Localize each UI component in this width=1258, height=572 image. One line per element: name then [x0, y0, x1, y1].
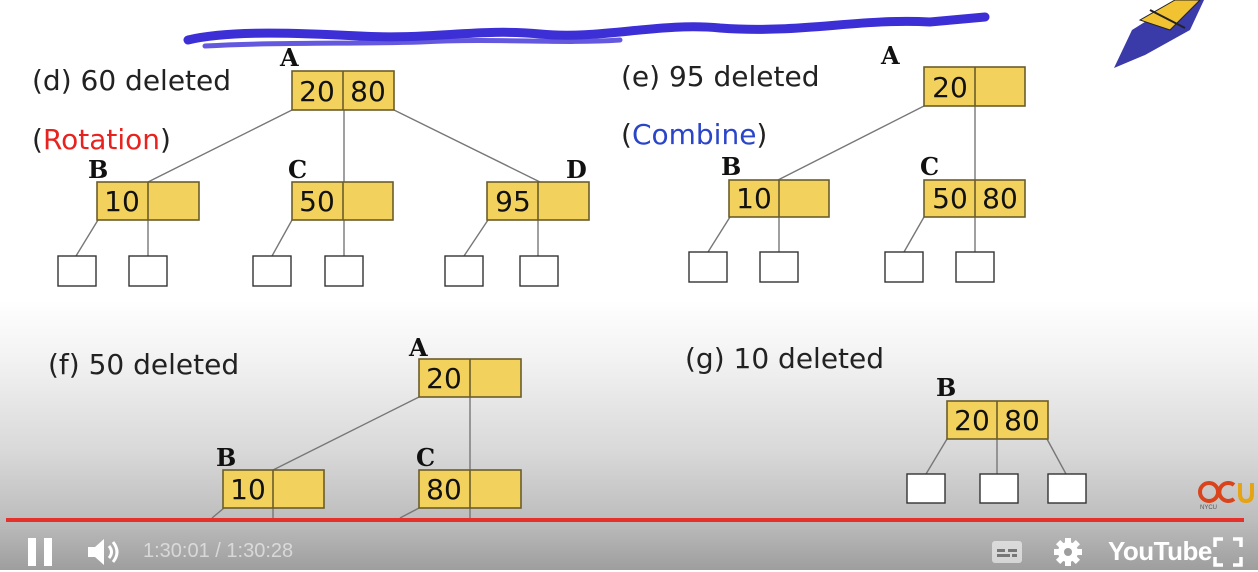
captions-icon[interactable] — [991, 540, 1023, 564]
ocw-logo: NYCU — [1198, 481, 1254, 511]
tree-node-c: C 80 — [416, 443, 522, 509]
node-label: B — [216, 443, 236, 472]
fullscreen-icon[interactable] — [1212, 536, 1244, 568]
node-label: B — [721, 152, 741, 181]
node-label: A — [880, 41, 900, 70]
time-display: 1:30:01 / 1:30:28 — [143, 540, 294, 562]
node-label: A — [279, 43, 299, 72]
node-key: 80 — [1004, 404, 1040, 437]
tree-node-d: D 95 — [486, 155, 590, 221]
volume-icon[interactable] — [86, 536, 122, 568]
node-label: C — [920, 152, 939, 181]
node-label: C — [288, 155, 307, 184]
node-label: B — [936, 373, 956, 402]
node-label: D — [566, 155, 587, 184]
panel-d-caption: (d) 60 deleted — [32, 64, 231, 97]
settings-icon[interactable] — [1052, 536, 1084, 568]
node-key: 10 — [736, 182, 772, 215]
panel-d: (d) 60 deleted (Rotation) A 20 80 B 10 C — [32, 43, 590, 287]
tree-node-a: A 20 — [880, 41, 1026, 107]
tree-node-c: C 50 — [288, 155, 394, 221]
panel-f: (f) 50 deleted A 20 B 10 C 80 — [48, 333, 522, 518]
node-key: 50 — [299, 185, 335, 218]
node-key: 80 — [982, 182, 1018, 215]
node-key: 20 — [954, 404, 990, 437]
progress-bar[interactable] — [6, 518, 1244, 522]
panel-d-note: (Rotation) — [32, 123, 171, 156]
node-key: 10 — [104, 185, 140, 218]
tree-node-b: B 10 — [721, 152, 830, 218]
node-key: 95 — [495, 185, 531, 218]
node-key: 20 — [932, 71, 968, 104]
player-controls: 1:30:01 / 1:30:28 YouTube — [0, 522, 1258, 570]
panel-e: (e) 95 deleted (Combine) A 20 B 10 C 50 … — [621, 41, 1026, 283]
panel-e-caption: (e) 95 deleted — [621, 60, 820, 93]
tree-node-b: B 10 — [216, 443, 325, 509]
tree-node-a: A 20 80 — [279, 43, 395, 111]
scribble-underline — [183, 12, 990, 45]
panel-g-caption: (g) 10 deleted — [685, 342, 884, 375]
tree-node-b: B 20 80 — [936, 373, 1049, 440]
node-key: 20 — [426, 362, 462, 395]
slide-canvas: (d) 60 deleted (Rotation) A 20 80 B 10 C — [32, 0, 1204, 518]
panel-g: (g) 10 deleted B 20 80 — [685, 342, 1087, 504]
node-key: 50 — [932, 182, 968, 215]
scribble-underline-2 — [202, 37, 623, 49]
panel-e-note: (Combine) — [621, 118, 767, 151]
tree-node-c: C 50 80 — [920, 152, 1026, 218]
tree-node-a: A 20 — [408, 333, 522, 398]
ocw-logo-sub: NYCU — [1200, 505, 1217, 511]
tree-node-b: B 10 — [88, 155, 200, 221]
panel-f-caption: (f) 50 deleted — [48, 348, 239, 381]
pen-icon — [1114, 0, 1204, 68]
node-key: 10 — [230, 473, 266, 506]
youtube-logo[interactable]: YouTube — [1108, 536, 1212, 566]
node-label: C — [416, 443, 435, 472]
node-key: 20 — [299, 75, 335, 108]
pause-icon[interactable] — [28, 538, 54, 566]
node-key: 80 — [350, 75, 386, 108]
node-label: A — [408, 333, 428, 362]
node-key: 80 — [426, 473, 462, 506]
node-label: B — [88, 155, 108, 184]
